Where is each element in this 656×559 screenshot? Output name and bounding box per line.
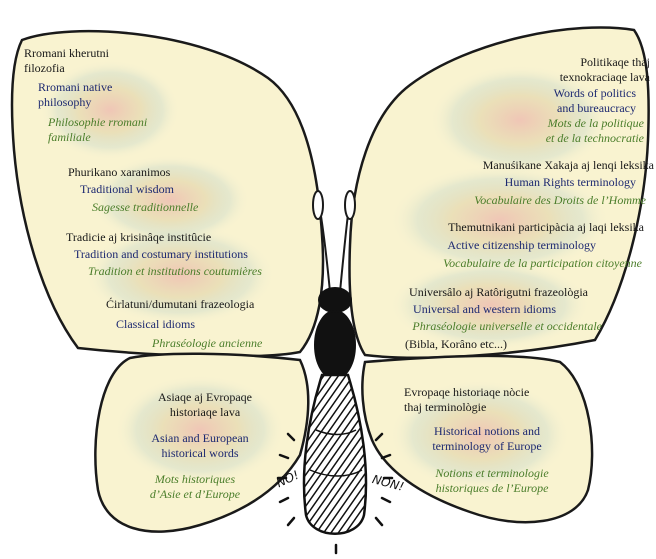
- bl-english-2: historical words: [140, 446, 260, 460]
- tr-g1-french-1: Mots de la politique: [548, 116, 644, 130]
- butterfly-abdomen: [304, 375, 366, 534]
- br-french-2: historiques de l’Europe: [412, 481, 572, 495]
- tl-g2-english: Traditional wisdom: [80, 182, 174, 196]
- tr-g1-french-2: et de la technocratie: [546, 131, 644, 145]
- tl-g2-romani: Phurikano xaranimos: [68, 165, 170, 179]
- tr-g3-french: Vocabulaire de la participation citoyenn…: [443, 256, 642, 270]
- tr-g2-english: Human Rights terminology: [505, 175, 636, 189]
- bl-romani-2: historiaqe lava: [150, 405, 260, 419]
- tl-g1-english-2: philosophy: [38, 95, 91, 109]
- br-romani-1: Evropaqe historiaqe nòcie: [404, 385, 529, 399]
- tr-g4-romani: Universâlo aj Ratôrigutni frazeològia: [409, 285, 588, 299]
- tl-g3-french: Tradition et institutions coutumières: [88, 264, 262, 278]
- tl-g3-romani: Tradicie aj krisinâqe institûcie: [66, 230, 211, 244]
- tr-g3-english: Active citizenship terminology: [447, 238, 596, 252]
- tr-g2-french: Vocabulaire des Droits de l’Homme: [474, 193, 646, 207]
- tr-g4-english: Universal and western idioms: [413, 302, 556, 316]
- tl-g3-english: Tradition and costumary institutions: [74, 247, 248, 261]
- antenna-tip-left: [313, 191, 323, 219]
- br-english-1: Historical notions and: [412, 424, 562, 438]
- tl-g4-english: Classical idioms: [116, 317, 195, 331]
- tl-g1-romani-1: Rromani kherutni: [24, 46, 109, 60]
- tr-g4-extra: (Bibla, Korâno etc...): [405, 337, 507, 351]
- butterfly-thorax: [315, 311, 355, 379]
- tr-g1-english-2: and bureaucracy: [557, 101, 636, 115]
- color-blot: [40, 60, 180, 160]
- tl-g1-english-1: Rromani native: [38, 80, 112, 94]
- tr-g1-romani-1: Politikaqe thaj: [580, 55, 650, 69]
- br-romani-2: thaj terminològie: [404, 400, 486, 414]
- tl-g2-french: Sagesse traditionnelle: [92, 200, 198, 214]
- bl-english-1: Asian and European: [140, 431, 260, 445]
- br-french-1: Notions et terminologie: [412, 466, 572, 480]
- tr-g3-romani: Themutnikani participàcia aj laqi leksik…: [448, 220, 644, 234]
- bl-french-1: Mots historiques: [130, 472, 260, 486]
- tr-g1-romani-2: texnokraciaqe lava: [560, 70, 650, 84]
- antenna-tip-right: [345, 191, 355, 219]
- tr-g1-english-1: Words of politics: [554, 86, 636, 100]
- tl-g1-romani-2: filozofia: [24, 61, 65, 75]
- butterfly-head: [319, 288, 351, 312]
- tl-g1-french-2: familiale: [48, 130, 91, 144]
- bl-french-2: d’Asie et d’Europe: [130, 487, 260, 501]
- tl-g1-french-1: Philosophie rromani: [48, 115, 147, 129]
- tl-g4-romani: Ćirlatuni/dumutani frazeologia: [106, 297, 254, 311]
- tr-g4-french: Phraséologie universelle et occidentale: [412, 319, 602, 333]
- bl-romani-1: Asiaqe aj Evropaqe: [150, 390, 260, 404]
- br-english-2: terminology of Europe: [412, 439, 562, 453]
- tr-g2-romani: Manuśikane Xakaja aj lenqi leksika: [483, 158, 654, 172]
- tl-g4-french: Phraséologie ancienne: [152, 336, 262, 350]
